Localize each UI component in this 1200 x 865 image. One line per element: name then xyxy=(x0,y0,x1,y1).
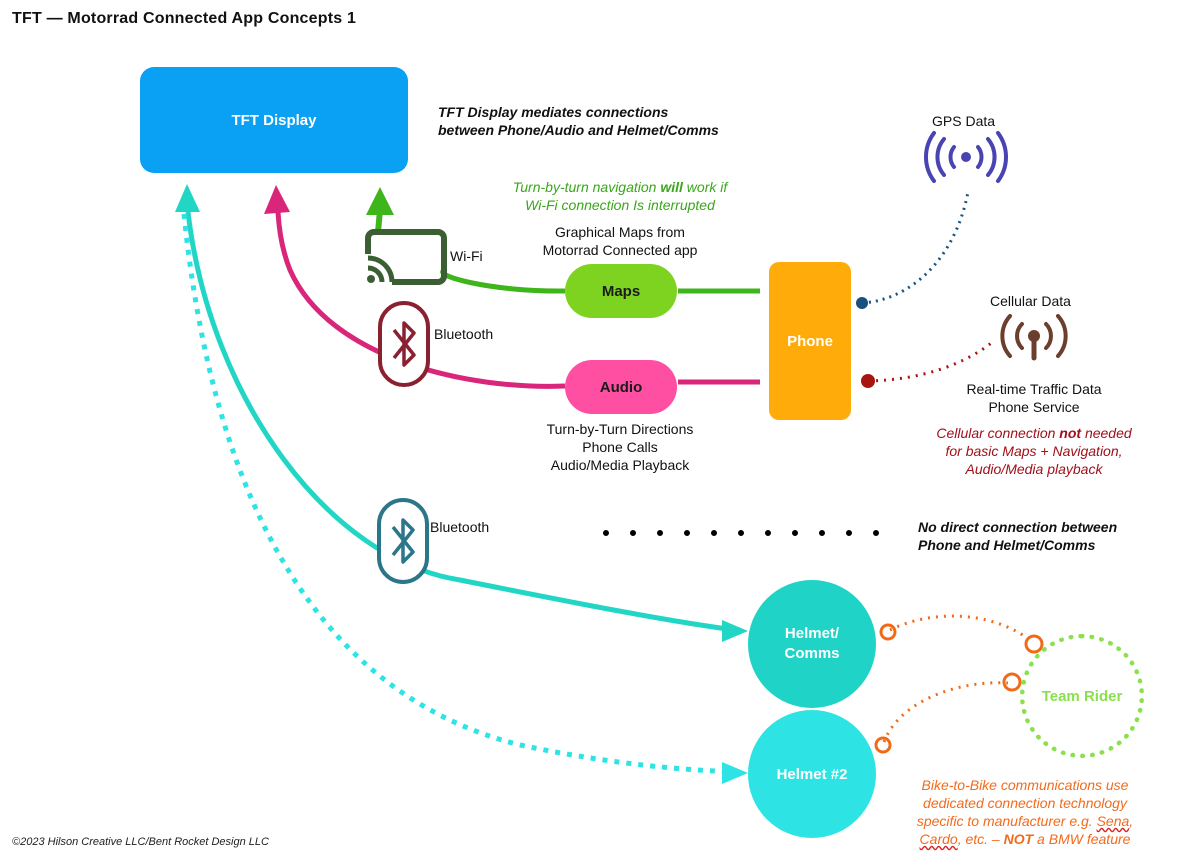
cellular-link xyxy=(867,338,996,383)
bluetooth-label-bottom: Bluetooth xyxy=(430,519,490,535)
no-direct-line2: Phone and Helmet/Comms xyxy=(918,537,1096,553)
b2b-link-helmet xyxy=(889,614,1031,642)
tft-note: TFT Display mediates connections between… xyxy=(438,103,719,139)
traffic-label: Real-time Traffic Data Phone Service xyxy=(944,380,1124,416)
cell-note-pre: Cellular connection xyxy=(936,425,1060,441)
tft-note-line2: between Phone/Audio and Helmet/Comms xyxy=(438,122,719,138)
maps-node: Maps xyxy=(565,264,677,318)
tft-display-label: TFT Display xyxy=(231,111,317,129)
bluetooth-audio-link xyxy=(275,211,566,389)
no-direct-line1: No direct connection between xyxy=(918,519,1118,535)
b2b-cardo: Cardo xyxy=(919,831,958,847)
maps-desc-line2: Motorrad Connected app xyxy=(542,242,698,258)
b2b-ring-helmet2 xyxy=(874,736,892,754)
b2b-link-helmet2 xyxy=(882,681,1009,743)
helmet2-node: Helmet #2 xyxy=(748,710,876,838)
gps-label: GPS Data xyxy=(932,113,996,129)
helmet-comms-node: Helmet/ Comms xyxy=(748,580,876,708)
bluetooth-helmet-link xyxy=(185,211,736,633)
helmet2-label: Helmet #2 xyxy=(776,765,848,783)
cell-note-line2: for basic Maps + Navigation, xyxy=(945,443,1123,459)
helmet-label-line2: Comms xyxy=(784,645,840,662)
audio-description: Turn-by-Turn Directions Phone Calls Audi… xyxy=(515,420,725,474)
page-title: TFT — Motorrad Connected App Concepts 1 xyxy=(12,10,357,27)
b2b-sena: Sena xyxy=(1096,813,1130,829)
maps-label: Maps xyxy=(601,282,641,300)
wifi-to-tft-arrowhead xyxy=(366,187,394,215)
no-direct-note: No direct connection between Phone and H… xyxy=(918,518,1117,554)
b2b-note: Bike-to-Bike communications use dedicate… xyxy=(898,776,1152,848)
cellular-label: Cellular Data xyxy=(990,293,1071,309)
nav-note-post: work if xyxy=(682,179,728,195)
audio-desc-line2: Phone Calls xyxy=(582,439,658,455)
cellular-link-dot xyxy=(861,374,875,388)
nav-note-pre: Turn-by-turn navigation xyxy=(512,179,661,195)
b2b-ring-team-left xyxy=(1002,672,1022,692)
traffic-line1: Real-time Traffic Data xyxy=(966,381,1102,397)
gps-signal-icon xyxy=(924,131,1008,183)
team-rider-label: Team Rider xyxy=(1041,687,1123,705)
audio-desc-line1: Turn-by-Turn Directions xyxy=(546,421,694,437)
cell-note-post: needed xyxy=(1081,425,1132,441)
wifi-label: Wi-Fi xyxy=(450,248,483,264)
gps-link xyxy=(861,191,970,305)
helmet-label-line1: Helmet/ xyxy=(784,625,840,642)
maps-desc-line1: Graphical Maps from xyxy=(555,224,685,240)
bluetooth-label-top: Bluetooth xyxy=(434,326,494,342)
audio-label: Audio xyxy=(599,378,643,396)
b2b-not: NOT xyxy=(1003,831,1034,847)
bluetooth-helmet-arrowhead-top xyxy=(175,184,200,212)
cellular-note: Cellular connection not needed for basic… xyxy=(906,424,1162,478)
helmet2-link xyxy=(181,213,736,775)
phone-node: Phone xyxy=(769,262,851,420)
nav-note-line2: Wi-Fi connection Is interrupted xyxy=(525,197,715,213)
tft-note-line1: TFT Display mediates connections xyxy=(438,104,669,120)
bluetooth-audio-arrowhead xyxy=(264,185,290,214)
b2b-ring-helmet xyxy=(879,623,897,641)
cellular-antenna-icon xyxy=(1000,314,1068,361)
cast-icon xyxy=(364,229,447,286)
phone-label: Phone xyxy=(787,332,833,350)
b2b-ring-team-top xyxy=(1024,634,1044,654)
cell-note-line3: Audio/Media playback xyxy=(965,461,1103,477)
wifi-maps-link-curve xyxy=(440,267,566,294)
maps-description: Graphical Maps from Motorrad Connected a… xyxy=(520,223,720,259)
cell-note-bold: not xyxy=(1059,425,1082,441)
b2b-line1: Bike-to-Bike communications use xyxy=(921,777,1129,793)
bluetooth-icon xyxy=(378,301,430,387)
copyright: ©2023 Hilson Creative LLC/Bent Rocket De… xyxy=(12,836,269,848)
traffic-line2: Phone Service xyxy=(988,399,1080,415)
nav-note: Turn-by-turn navigation will work if Wi-… xyxy=(470,178,770,214)
b2b-line2: dedicated connection technology xyxy=(923,795,1127,811)
audio-node: Audio xyxy=(565,360,677,414)
helmet2-arrowhead xyxy=(722,762,748,784)
tft-display-node: TFT Display xyxy=(140,67,408,173)
gps-link-dot xyxy=(856,297,868,309)
team-rider-node: Team Rider xyxy=(1020,634,1144,758)
b2b-line3-pre: specific to manufacturer e.g. xyxy=(916,813,1097,829)
audio-desc-line3: Audio/Media Playback xyxy=(550,457,690,473)
nav-note-bold: will xyxy=(660,179,683,195)
bluetooth-icon-helmet xyxy=(377,498,429,584)
b2b-line4-mid: , etc. – xyxy=(957,831,1004,847)
b2b-line4-post: a BMW feature xyxy=(1033,831,1131,847)
bluetooth-helmet-arrowhead-bottom xyxy=(722,620,748,642)
